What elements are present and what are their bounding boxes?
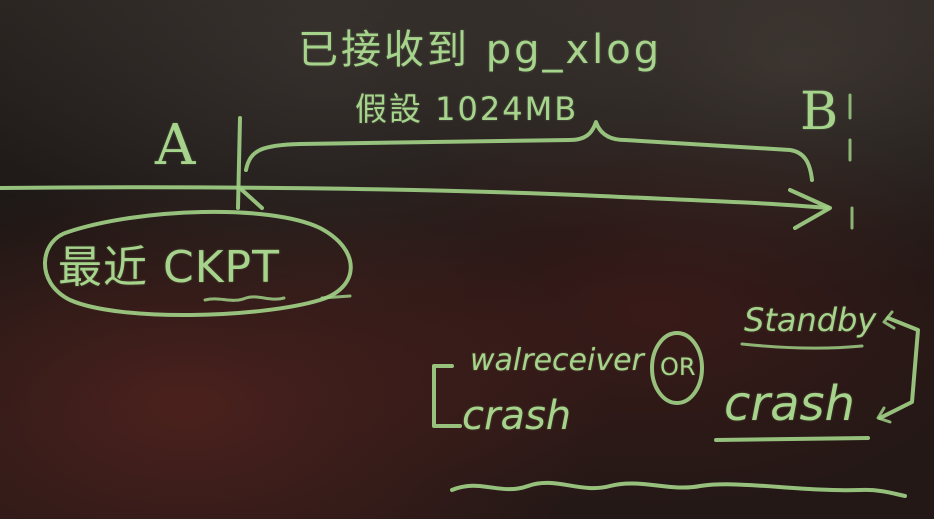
arrow-right-icon	[788, 188, 832, 230]
checkpoint-ellipse	[43, 209, 353, 318]
right-bracket-hook-top	[882, 310, 896, 330]
crash-underline	[714, 436, 870, 442]
point-a-label: A	[155, 113, 196, 178]
b-marker-dots	[848, 93, 854, 230]
assumption-size-label: 假設 1024MB	[355, 90, 579, 128]
standby-label: Standby	[744, 301, 877, 339]
right-bracket	[878, 316, 920, 420]
brace-icon	[244, 120, 814, 182]
point-b-label: B	[800, 82, 839, 142]
bottom-wave	[450, 480, 907, 498]
marker-a-tick	[236, 116, 264, 210]
bracket-icon	[432, 364, 462, 428]
walreceiver-crash-label: crash	[462, 393, 572, 439]
received-xlog-heading: 已接收到 pg_xlog	[298, 27, 663, 73]
standby-underline	[740, 342, 864, 350]
or-label: OR	[660, 353, 696, 381]
walreceiver-label: walreceiver	[470, 343, 644, 378]
standby-crash-label: crash	[724, 376, 855, 432]
or-circle	[650, 331, 704, 405]
latest-checkpoint-label: 最近 CKPT	[58, 242, 280, 293]
checkpoint-ellipse-tail	[320, 294, 352, 300]
ckpt-underline	[203, 295, 286, 302]
timeline-line	[0, 185, 830, 210]
right-bracket-hook-bottom	[876, 406, 892, 424]
